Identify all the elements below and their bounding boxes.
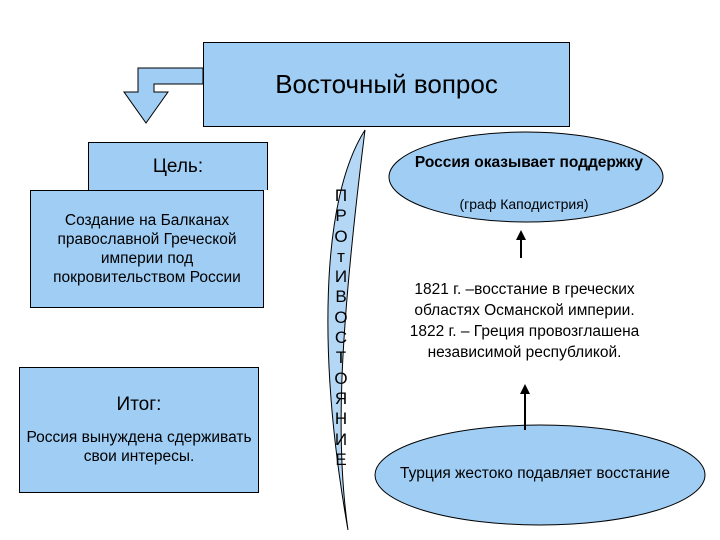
opposition-letter: Н — [334, 409, 348, 429]
result-text: Россия вынуждена сдерживать свои интерес… — [26, 429, 252, 465]
opposition-letter: Р — [335, 206, 347, 226]
events-line-1: 1821 г. –восстание в греческих областях … — [414, 281, 635, 319]
opposition-letter: В — [335, 287, 347, 307]
opposition-letter: О — [334, 226, 348, 246]
title-box: Восточный вопрос — [203, 42, 570, 127]
opposition-band — [327, 129, 366, 531]
opposition-letter: П — [334, 186, 348, 205]
opposition-letter: О — [334, 307, 348, 327]
opposition-letter: С — [334, 328, 348, 348]
bent-arrow — [123, 67, 204, 124]
events-line-2: 1822 г. – Греция провозглашена независим… — [409, 323, 640, 361]
opposition-letter: И — [334, 429, 348, 449]
support-text: Россия оказывает поддержку — [414, 154, 644, 171]
result-box: Итог: Россия вынуждена сдерживать свои и… — [19, 367, 259, 493]
suppression-ellipse — [374, 424, 706, 526]
support-note: (граф Каподистрия) — [459, 196, 589, 212]
goal-heading: Цель: — [152, 155, 204, 177]
opposition-letter: И — [334, 267, 348, 287]
opposition-letter: Я — [334, 388, 348, 408]
opposition-letter: О — [334, 368, 348, 388]
result-heading: Итог: — [116, 394, 162, 415]
opposition-letter: т — [337, 246, 345, 266]
events-box: 1821 г. –восстание в греческих областях … — [377, 262, 672, 380]
page-title: Восточный вопрос — [275, 69, 498, 99]
opposition-letter: Е — [335, 449, 347, 469]
goal-box: Создание на Балканах православной Гречес… — [30, 190, 264, 308]
suppression-text: Турция жестоко подавляет восстание — [400, 465, 670, 482]
opposition-letter: Т — [335, 348, 347, 368]
support-ellipse — [388, 131, 664, 223]
goal-text: Создание на Балканах православной Гречес… — [53, 212, 241, 286]
goal-header: Цель: — [88, 142, 268, 190]
